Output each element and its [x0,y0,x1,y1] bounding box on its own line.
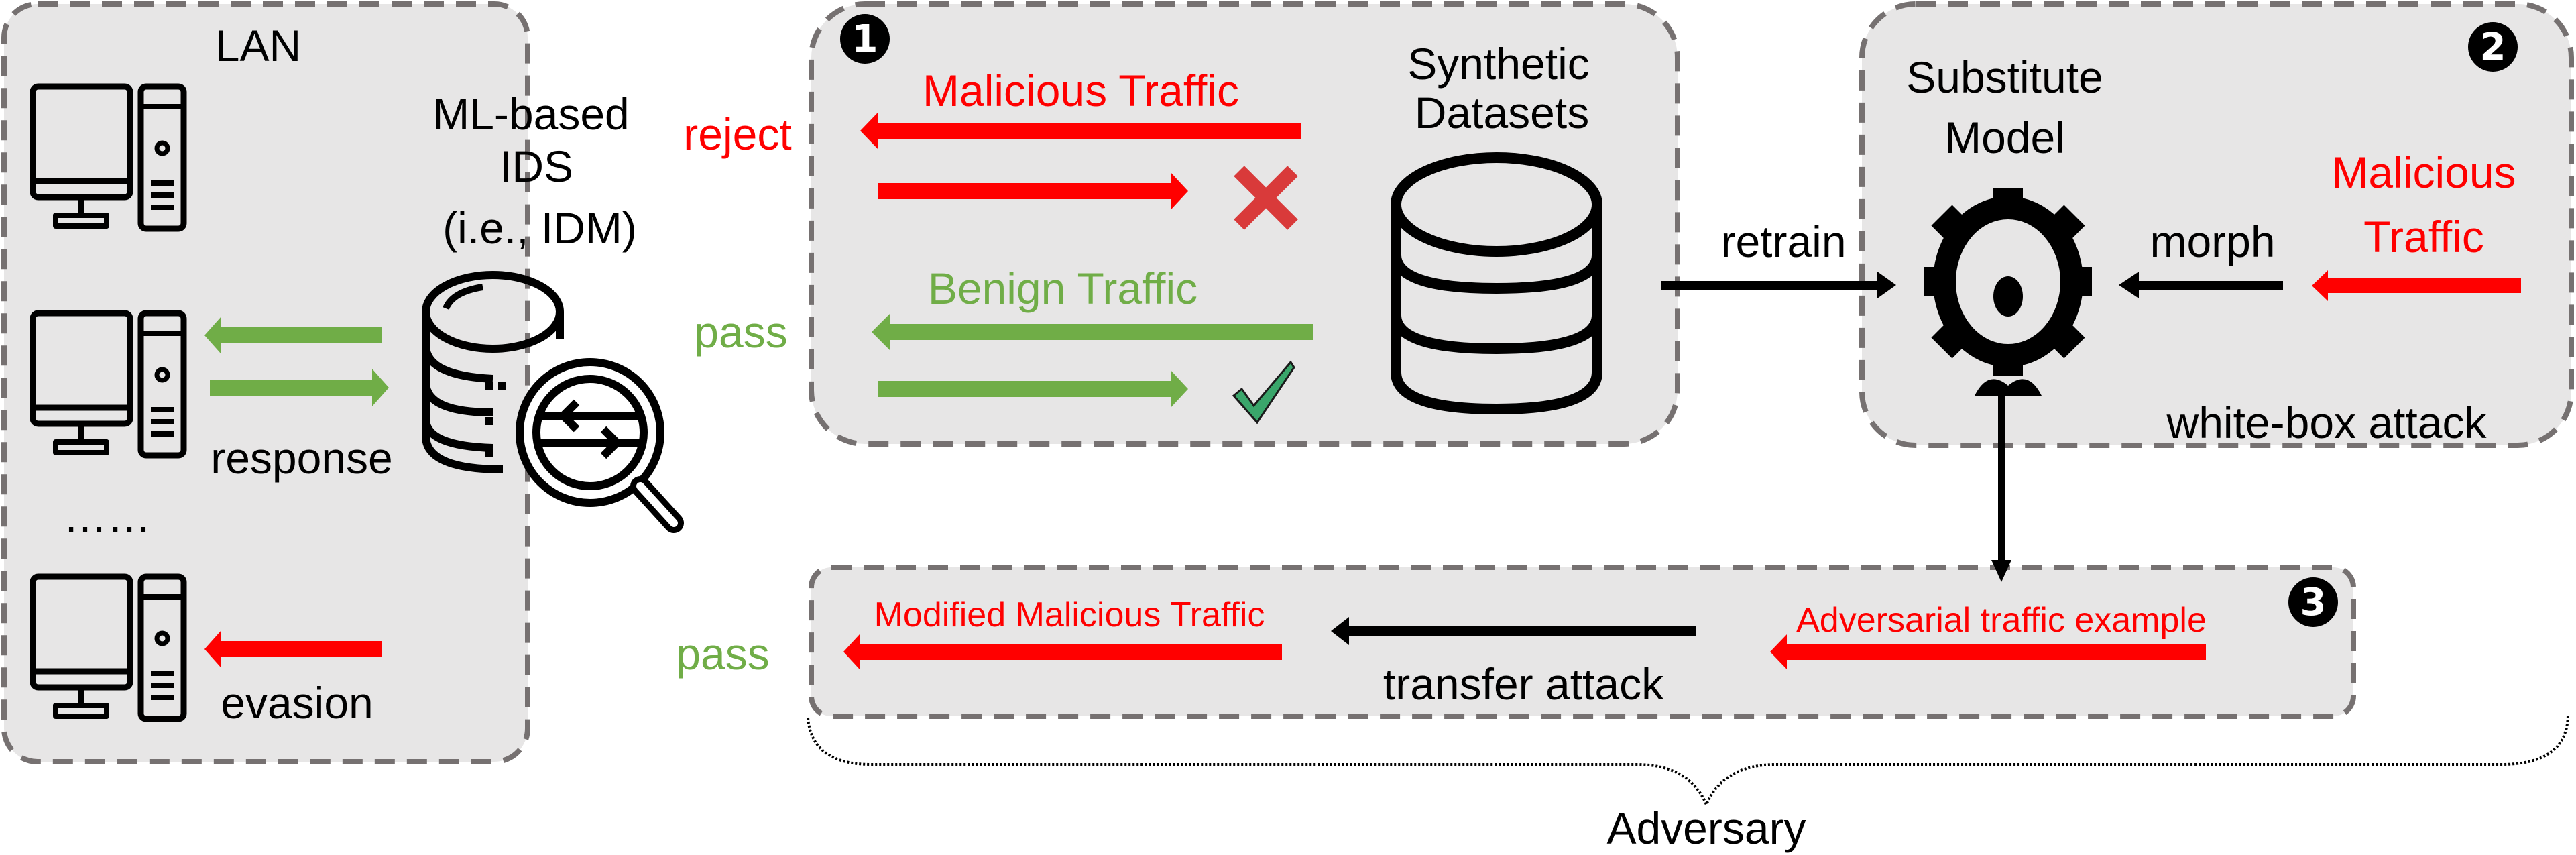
evasion-label: evasion [221,678,373,728]
malicious-reject-arrow [860,112,1301,150]
datasets-label-line2: Datasets [1414,88,1590,137]
retrain-label: retrain [1720,217,1847,266]
step2-malicious-line2: Traffic [2363,212,2484,262]
ids-label-line2: IDS [499,141,574,191]
lan-title: LAN [215,21,302,70]
step1-malicious-label: Malicious Traffic [923,66,1239,115]
pass-label-bottom: pass [676,629,770,679]
pass-label-top: pass [694,307,788,357]
adversary-brace [807,714,2569,809]
adversarial-example-arrow [1770,634,2206,669]
reject-label: reject [683,109,792,159]
benign-in-arrow [878,370,1188,408]
evasion-arrow [204,630,382,668]
ids-label-line3: (i.e., IDM) [443,203,637,253]
benign-pass-arrow [872,313,1313,351]
ids-label-line1: ML-based [432,89,630,139]
adversarial-example-label: Adversarial traffic example [1796,601,2207,640]
response-arrow-out [210,369,389,406]
step3-panel [809,565,2356,719]
malicious-input-arrow [2312,270,2521,301]
datasets-label-line1: Synthetic [1407,39,1590,89]
adversary-label: Adversary [1606,803,1806,853]
morph-arrow [2119,272,2283,298]
model-label-line2: Model [1944,113,2065,162]
step2-badge: 2 [2468,22,2518,72]
response-label: response [211,433,393,483]
modified-malicious-label: Modified Malicious Traffic [874,595,1265,634]
model-to-adversarial-arrow [1991,392,2011,582]
modified-malicious-arrow [843,634,1282,669]
database-search-icon [422,271,684,533]
datasets-database-icon [1391,152,1602,415]
step1-benign-label: Benign Traffic [927,264,1198,313]
cross-icon [1234,166,1298,230]
morph-label: morph [2150,217,2276,266]
model-label-line1: Substitute [1906,52,2103,102]
transfer-attack-arrow [1331,617,1696,645]
white-box-attack-label: white-box attack [2166,398,2487,447]
step2-malicious-line1: Malicious [2331,148,2516,197]
step1-badge: 1 [840,14,890,64]
substitute-model-gear-icon [1924,188,2092,396]
response-arrow-in [204,317,382,354]
step3-badge: 3 [2288,577,2338,627]
malicious-in-arrow [878,172,1188,210]
check-icon [1232,360,1295,424]
transfer-attack-label: transfer attack [1383,659,1664,709]
retrain-arrow [1661,272,1896,298]
more-hosts-ellipsis: …… [63,492,152,541]
